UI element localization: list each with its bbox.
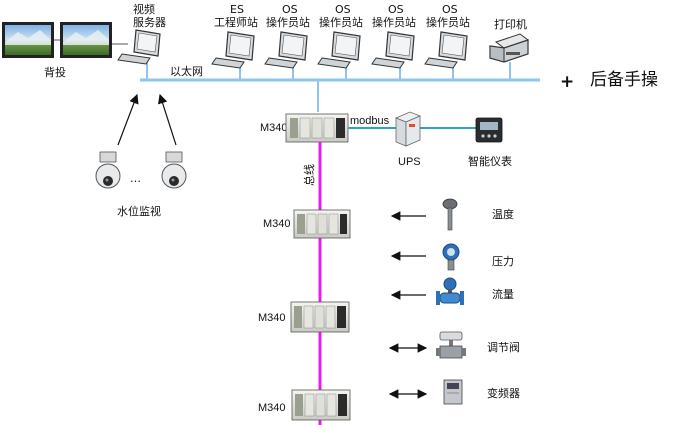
workstation-icon: [264, 31, 308, 69]
printer-label: 打印机: [494, 17, 527, 31]
pressure-transmitter-icon: [442, 243, 460, 271]
station-role: 工程师站: [214, 15, 258, 29]
remote-plc-racks: M340 M340 M340: [258, 209, 351, 421]
flow-meter-icon: [436, 277, 464, 305]
workstation-icon: [117, 29, 161, 65]
plc-rack-icon: [285, 113, 349, 143]
fieldbus-label: 总线: [302, 164, 316, 186]
printer-icon: [489, 33, 530, 63]
field-device-temperature: 温度: [390, 198, 514, 231]
video-server-label-2: 服务器: [133, 16, 166, 29]
station-type: OS: [282, 3, 298, 16]
fieldbus: 总线: [302, 142, 322, 425]
backup-manual-label: 后备手操: [590, 70, 658, 90]
device-label: 温度: [492, 207, 514, 221]
temperature-sensor-icon: [442, 198, 458, 231]
ups-icon: [394, 111, 422, 147]
vfd-icon: [443, 379, 463, 405]
smart-meter-icon: [475, 117, 503, 143]
station-type: ES: [230, 3, 244, 16]
workstation-icon: [424, 31, 468, 69]
video-server-label-1: 视频: [133, 2, 155, 16]
plc-rack-icon: [293, 209, 351, 239]
field-device-pressure: 压力: [390, 243, 514, 271]
device-label: 流量: [492, 287, 514, 301]
modbus-label: modbus: [350, 115, 390, 127]
os-operator-station: OS 操作员站: [371, 3, 416, 69]
workstation-icon: [371, 31, 415, 69]
plc-rack-icon: [290, 301, 350, 333]
video-wall-label: 背投: [44, 65, 66, 79]
water-level-cameras: … 水位监视: [95, 93, 187, 218]
control-valve-icon: [436, 331, 466, 359]
remote-rack: M340: [263, 209, 351, 239]
device-label: 变频器: [487, 386, 520, 400]
os-operator-station: OS 操作员站: [424, 3, 470, 69]
plc-rack-icon: [291, 389, 351, 421]
field-device-control-valve: 调节阀: [388, 331, 520, 359]
station-role: 操作员站: [426, 15, 470, 29]
camera-ellipsis: …: [130, 172, 141, 185]
rack-label: M340: [258, 312, 286, 324]
station-type: OS: [442, 3, 458, 16]
ups-label: UPS: [398, 156, 421, 168]
device-label: 压力: [492, 255, 514, 268]
station-role: 操作员站: [372, 15, 416, 29]
backup-plus: +: [560, 72, 574, 92]
video-wall-screen: [2, 22, 54, 58]
station-role: 操作员站: [266, 15, 310, 29]
ethernet-label: 以太网: [170, 65, 203, 78]
field-device-flow: 流量: [390, 277, 514, 305]
rack-label: M340: [263, 218, 291, 230]
station-type: OS: [388, 3, 404, 16]
video-wall: 背投: [2, 22, 128, 79]
video-wall-screen: [60, 22, 112, 58]
main-plc-label: M340: [260, 122, 288, 134]
station-type: OS: [335, 3, 351, 16]
field-devices: 温度 压力 流量: [388, 198, 520, 405]
os-operator-station: OS 操作员站: [264, 3, 310, 69]
station-role: 操作员站: [319, 15, 363, 29]
remote-rack: M340: [258, 389, 351, 421]
dome-camera-icon: [95, 151, 121, 189]
smart-meter-label: 智能仪表: [468, 154, 512, 168]
rack-label: M340: [258, 402, 286, 414]
field-device-vfd: 变频器: [388, 379, 520, 405]
camera-arrow: [117, 93, 139, 146]
printer: 打印机: [489, 17, 530, 63]
main-plc-section: M340 modbus UPS 智能仪表: [260, 111, 512, 168]
water-level-monitor-label: 水位监视: [117, 204, 161, 218]
dome-camera-icon: [161, 151, 187, 189]
es-engineering-station: ES 工程师站: [211, 3, 258, 69]
os-operator-station: OS 操作员站: [317, 3, 363, 69]
device-label: 调节阀: [487, 340, 520, 354]
remote-rack: M340: [258, 301, 350, 333]
camera-arrow: [157, 93, 177, 146]
workstation-icon: [211, 31, 255, 69]
video-server: 视频 服务器: [117, 2, 166, 65]
workstation-icon: [317, 31, 361, 69]
workstation-group: ES 工程师站 OS 操作员站 OS 操作员站: [211, 3, 530, 69]
